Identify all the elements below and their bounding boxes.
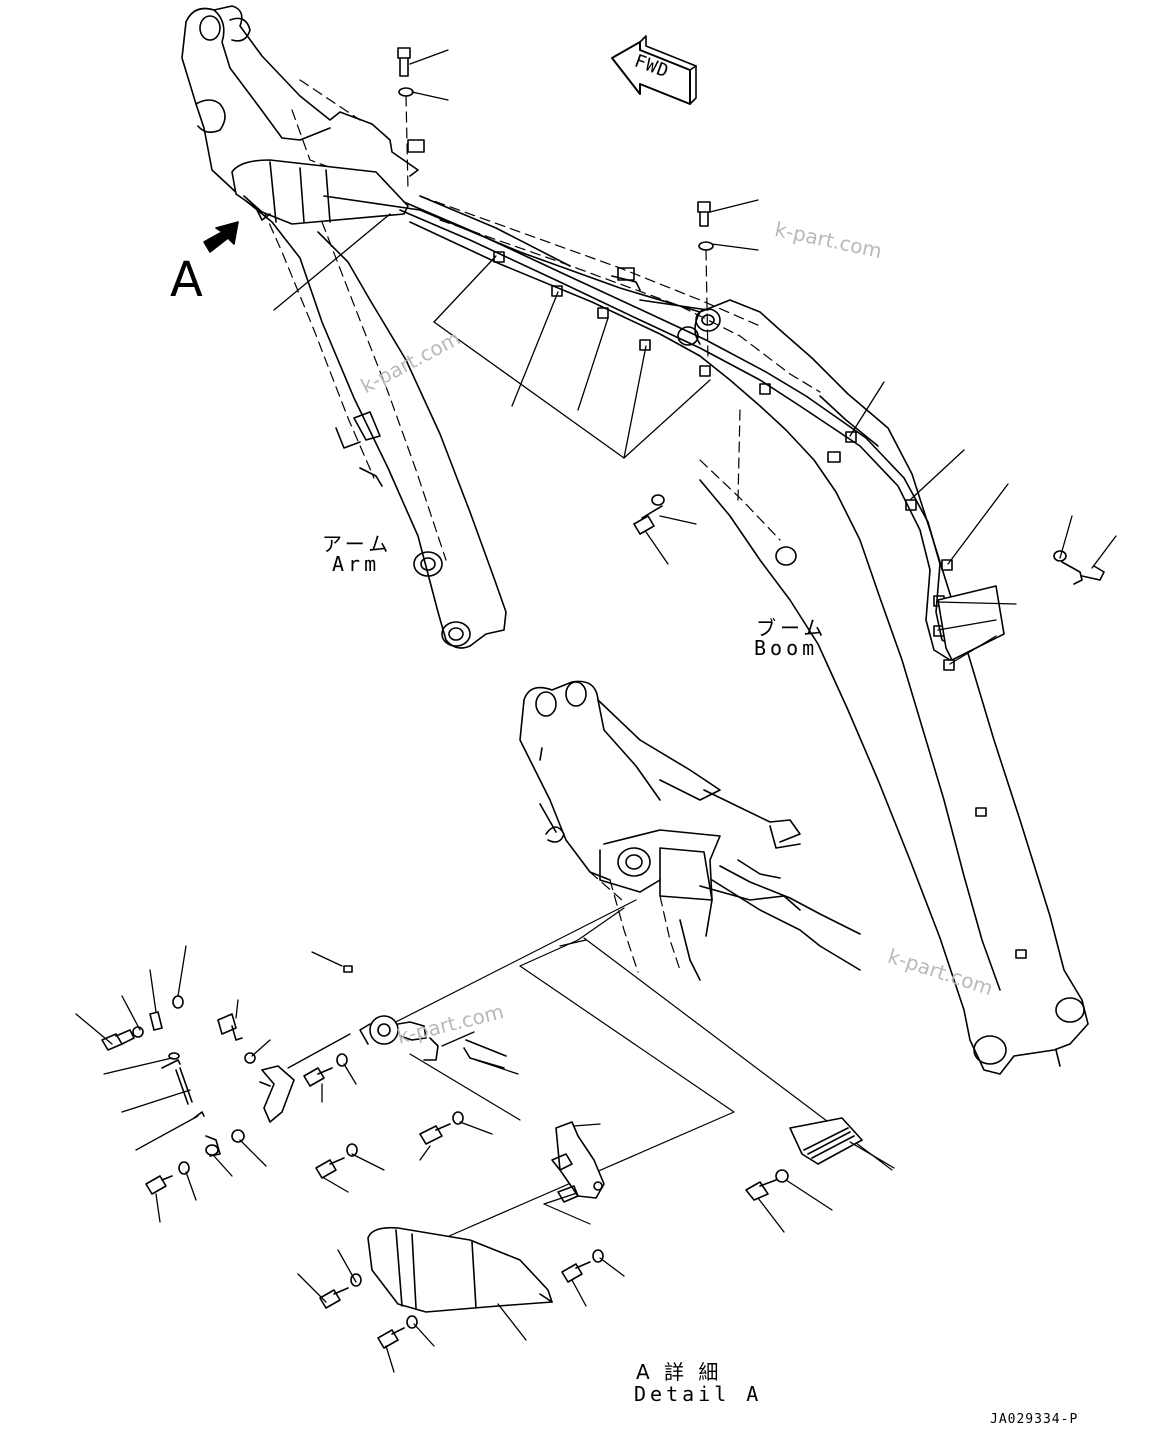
detail-plate [789, 1117, 863, 1165]
boom-foot-frame [519, 680, 861, 981]
arm-label-jp: アーム [322, 532, 393, 556]
boom-label-jp: ブーム [756, 616, 828, 640]
hose-bundle [399, 195, 959, 661]
boom-bracket [937, 585, 1005, 661]
arm-hidden-lines [249, 109, 447, 561]
boom-label-en: Boom [754, 636, 819, 660]
bolts-top [397, 47, 1105, 585]
detail-bracket [551, 1121, 605, 1203]
boom-hidden-lines [299, 79, 821, 541]
view-a-label: A [170, 252, 203, 308]
detail-small-parts [101, 995, 789, 1349]
drawing-number: JA029334-P [990, 1412, 1079, 1427]
fwd-arrow-icon [611, 35, 697, 105]
leader-lines-top [273, 49, 1117, 665]
boom-outline [323, 195, 1089, 1075]
detail-a-label-en: Detail A [634, 1382, 763, 1406]
detail-fitting [343, 965, 507, 1069]
detail-cover [367, 1226, 553, 1313]
arm-label-en: Arm [332, 552, 381, 576]
detail-a-label-jp: A 詳 細 [636, 1360, 723, 1384]
view-a-arrow-icon [203, 221, 239, 253]
detail-a-leaders [379, 899, 893, 1241]
leader-lines-detail [75, 945, 895, 1373]
arm-cover-top [231, 159, 409, 225]
frame-hidden-lines [589, 871, 681, 973]
